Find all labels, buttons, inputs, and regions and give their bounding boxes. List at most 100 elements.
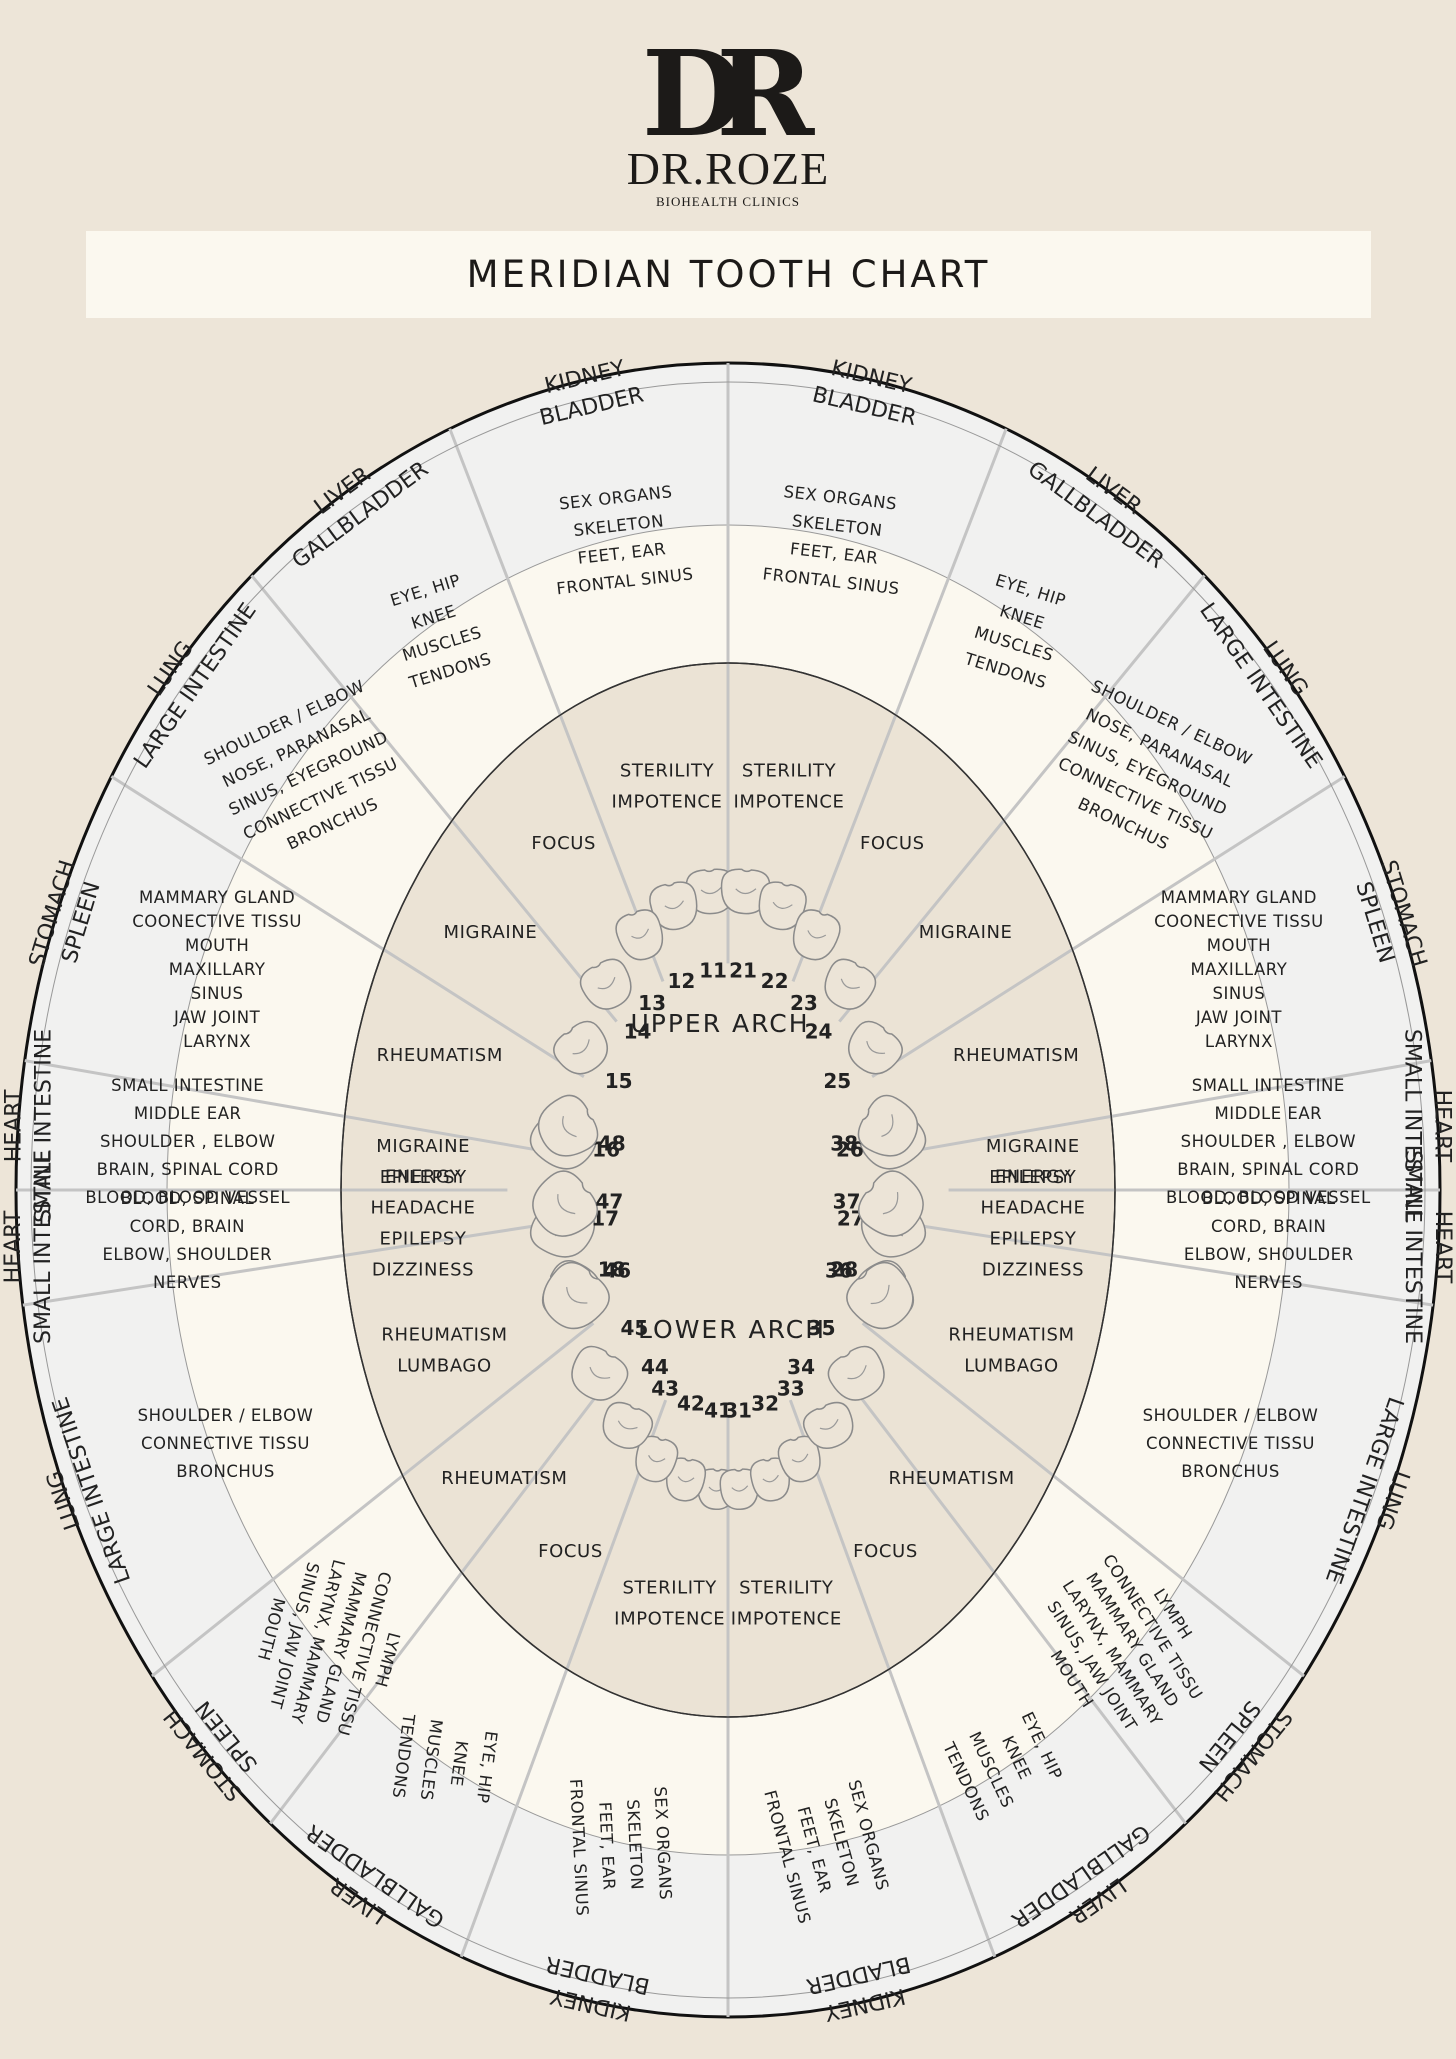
symptom-label-line: IMPOTENCE [731,1608,842,1629]
tooth-number-37: 37 [833,1190,861,1214]
tooth-47 [532,1170,599,1237]
organ-label-line: SHOULDER / ELBOW [138,1406,314,1425]
meridian-label-line: SMALL INTESTINE [31,1150,56,1344]
organ-label-line: ELBOW, SHOULDER [1184,1245,1354,1264]
symptom-label-group: RHEUMATISM [888,1468,1014,1489]
tooth-23 [792,909,841,961]
organ-label-line: MAMMARY GLAND [1161,888,1317,907]
organ-label-line: BRONCHUS [176,1462,275,1481]
organ-label-line: SHOULDER , ELBOW [1181,1132,1356,1151]
tooth-groove [882,1192,899,1215]
sector-divider [22,1220,564,1307]
tooth-number-48: 48 [598,1131,626,1155]
symptom-label-group: FOCUS [538,1541,602,1562]
sector-divider [448,428,665,982]
organ-label-line: SINUS [1213,984,1266,1003]
logo-monogram: DR [641,24,814,163]
tooth-groove [597,976,616,990]
symptom-label-line: ENERGY [995,1167,1072,1188]
symptom-label-line: RHEUMATISM [948,1325,1074,1346]
tooth-groove [791,1453,809,1463]
symptom-label-line: MIGRAINE [376,1136,470,1157]
symptom-label-group: MIGRAINE [443,922,536,943]
tooth-number-23: 23 [790,991,818,1015]
tooth-groove [589,1366,611,1379]
organ-label-line: CONNECTIVE TISSU [141,1434,310,1453]
tooth-groove [617,1420,638,1430]
tooth-45 [571,1345,629,1401]
tooth-crown [532,1170,599,1237]
symptom-label-group: FOCUS [531,833,596,854]
symptom-label-line: HEADACHE [980,1198,1085,1219]
tooth-42 [666,1457,707,1502]
title-banner: MERIDIAN TOOTH CHART [86,231,1371,318]
tooth-groove [562,1115,577,1138]
tooth-13 [615,909,664,961]
organ-label-line: MAMMARY GLAND [139,888,295,907]
page-title: MERIDIAN TOOTH CHART [466,253,991,296]
tooth-43 [635,1435,679,1483]
tooth-groove [807,930,827,939]
tooth-number-18: 18 [598,1258,626,1282]
tooth-crown [615,909,664,961]
sector-divider [269,1362,623,1825]
tooth-36 [846,1261,914,1330]
organ-label-group: SHOULDER / ELBOW CONNECTIVE TISSU BRONCHUS [138,1406,314,1481]
upper-arch-label: UPPER ARCH [630,1009,809,1038]
symptom-label-line: EPILEPSY [989,1229,1076,1250]
sector-divider [861,1322,1305,1678]
tooth-groove [847,1365,867,1380]
organ-label-line: MOUTH [1207,936,1271,955]
organ-label-line: LARYNX [1205,1032,1273,1051]
symptom-label-line: MIGRAINE [919,922,1013,943]
organ-label-line: BLOOD, SPINAL [1202,1189,1336,1208]
organ-label-line: SMALL INTESTINE [1192,1076,1345,1095]
tooth-46 [542,1261,610,1330]
tooth-crown [649,881,698,931]
tooth-number-15: 15 [605,1069,633,1093]
tooth-crown [758,881,807,931]
organ-label-group: SMALL INTESTINE MIDDLE EAR SHOULDER , ELBO… [1166,1076,1371,1207]
tooth-number-25: 25 [823,1069,851,1093]
tooth-crown [802,1401,854,1450]
meridian-label-line: HEART [1429,1090,1454,1163]
tooth-crown [848,1020,903,1075]
tooth-crown [579,958,632,1010]
tooth-groove [731,1485,749,1492]
organ-label-line: MOUTH [185,936,249,955]
sector-divider [838,574,1206,1023]
organ-label-line: MIDDLE EAR [1215,1104,1323,1123]
tooth-number-32: 32 [751,1391,779,1415]
meridian-ring-boundary [30,381,1426,1999]
tooth-number-34: 34 [787,1355,815,1379]
sector-divider [892,1059,1432,1157]
symptom-label-line: EPILEPSY [379,1229,466,1250]
tooth-groove [735,888,757,895]
tooth-number-43: 43 [651,1377,679,1401]
tooth-37 [857,1170,924,1237]
tooth-number-42: 42 [677,1391,705,1415]
tooth-groove [664,900,684,910]
tooth-crown [571,1345,629,1401]
symptom-label-line: FOCUS [531,833,596,854]
symptom-label-line: MIGRAINE [986,1136,1080,1157]
tooth-number-13: 13 [638,991,666,1015]
symptom-label-group: FOCUS [860,833,925,854]
symptom-label-line: FOCUS [860,833,925,854]
tooth-groove [762,1474,779,1483]
sector-divider [151,1322,595,1678]
tooth-crown [635,1435,679,1483]
organ-label-line: BLOOD, BLOOD VESSEL [85,1188,290,1207]
symptom-label-group: FOCUS [853,1541,917,1562]
symptom-label-line: STERILITY [739,1577,834,1598]
tooth-38 [857,1094,919,1157]
organ-label-line: CORD, BRAIN [1211,1217,1326,1236]
